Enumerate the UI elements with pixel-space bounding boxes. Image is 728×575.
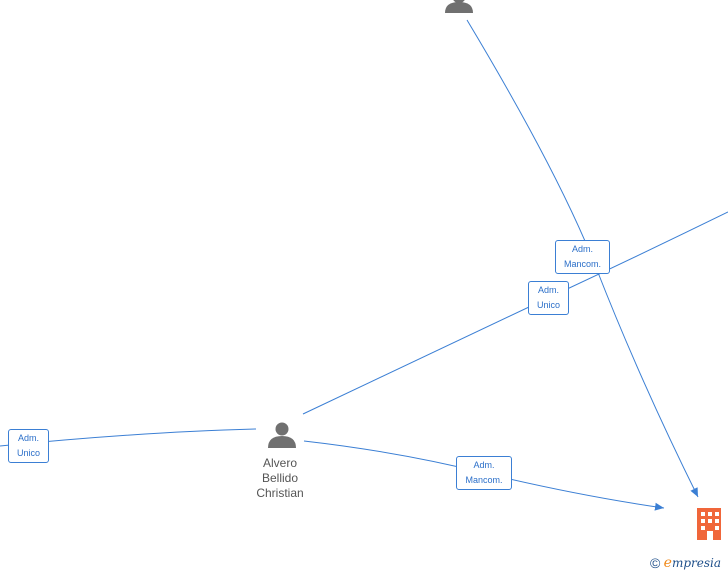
brand-initial: e — [663, 555, 672, 571]
edge-label-line2: Mancom. — [563, 259, 601, 269]
person-name-line1: Alvero — [262, 456, 297, 470]
edge-label-bottom-mancom[interactable]: Adm. Mancom. — [456, 456, 512, 490]
edge-label-line2: Unico — [16, 448, 40, 458]
footer-brand: © empresia — [650, 555, 721, 571]
edge-label-line1: Adm. — [17, 433, 39, 443]
edge-label-top-mancom[interactable]: Adm. Mancom. — [555, 240, 610, 274]
person-icon[interactable] — [268, 422, 296, 449]
person-name-label[interactable]: Alvero Bellido Christian — [235, 456, 325, 501]
edge-label-line1: Adm. — [571, 244, 593, 254]
edge-label-left-unico[interactable]: Adm. Unico — [8, 429, 49, 463]
edge-label-line1: Adm. — [473, 460, 495, 470]
edge-center-to-right — [302, 211, 728, 415]
edge-label-line2: Unico — [536, 300, 560, 310]
company-building-icon[interactable] — [697, 508, 721, 540]
person-name-line2: Bellido — [261, 471, 299, 485]
edge-label-line2: Mancom. — [465, 475, 503, 485]
brand-name: mpresia — [671, 556, 722, 570]
edge-label-right-unico[interactable]: Adm. Unico — [528, 281, 569, 315]
edge-label-line1: Adm. — [537, 285, 559, 295]
person-icon-top[interactable] — [445, 0, 473, 13]
person-name-line3: Christian — [256, 486, 304, 500]
copyright-icon: © — [650, 555, 661, 571]
